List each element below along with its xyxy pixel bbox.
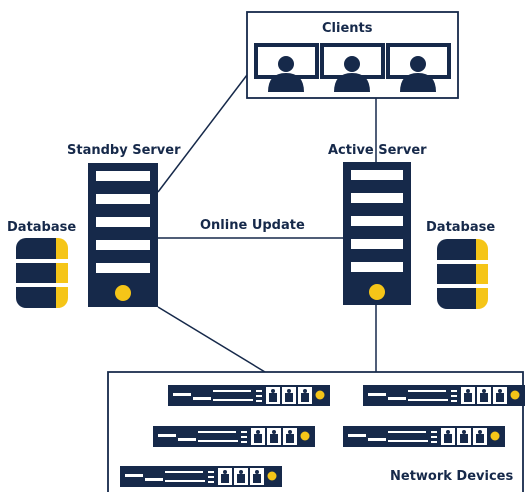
clients-label: Clients: [322, 21, 373, 36]
network-device-2-icon: [363, 385, 525, 406]
network-device-1-icon: [168, 385, 330, 406]
active-server-label: Active Server: [328, 143, 427, 158]
database-left-label: Database: [7, 220, 77, 235]
link-standby-network: [157, 306, 266, 373]
client-1-monitor-user-icon: [254, 43, 319, 92]
link-clients-standby: [157, 74, 248, 193]
network-devices-group: [120, 385, 525, 487]
network-device-3-icon: [153, 426, 315, 447]
network-device-4-icon: [343, 426, 505, 447]
online-update-label: Online Update: [200, 218, 305, 233]
database-right-label: Database: [426, 220, 496, 235]
clients-box: [246, 11, 459, 99]
database-right-icon: [437, 239, 488, 309]
client-3-monitor-user-icon: [386, 43, 451, 92]
active-server-rack-icon: [343, 162, 411, 305]
network-device-5-icon: [120, 466, 282, 487]
network-devices-label: Network Devices: [390, 469, 514, 484]
standby-server-label: Standby Server: [67, 143, 181, 158]
standby-server-rack-icon: [88, 163, 158, 307]
database-left-icon: [16, 238, 68, 308]
client-2-monitor-user-icon: [320, 43, 385, 92]
